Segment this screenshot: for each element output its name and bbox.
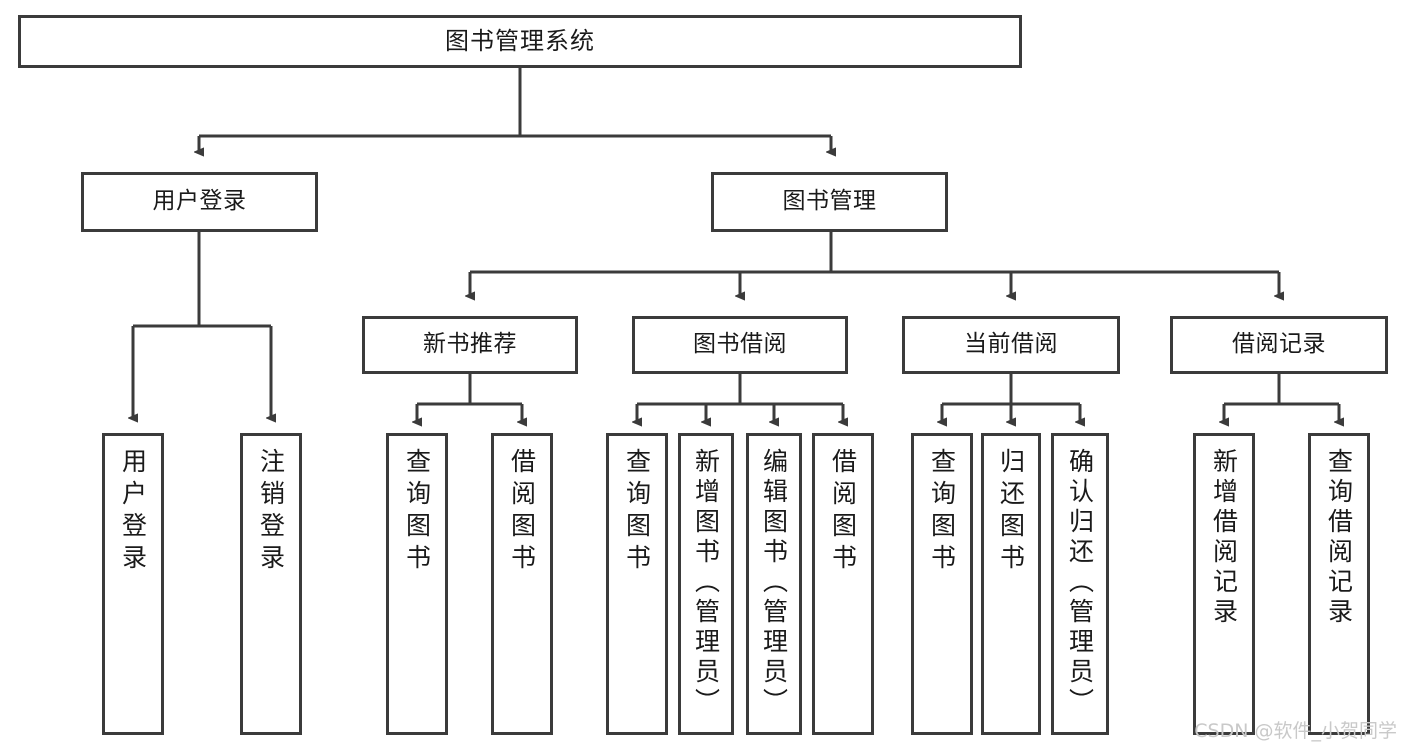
- node-label: 用户登录: [118, 448, 148, 576]
- node-label: 借阅记录: [1232, 331, 1326, 358]
- node-label: 编辑图书（管理员）: [759, 448, 789, 718]
- node-label: 查询图书: [402, 448, 432, 576]
- node-label: 新书推荐: [423, 331, 517, 358]
- leaf-recommend-borrow-book[interactable]: 借阅图书: [491, 433, 553, 735]
- node-current-borrow[interactable]: 当前借阅: [902, 316, 1120, 374]
- node-label: 新增图书（管理员）: [691, 448, 721, 718]
- node-label: 注销登录: [256, 448, 286, 576]
- node-label: 图书借阅: [693, 331, 787, 358]
- node-label: 查询图书: [927, 448, 957, 576]
- leaf-current-query-book[interactable]: 查询图书: [911, 433, 973, 735]
- node-label: 图书管理系统: [445, 27, 595, 56]
- leaf-borrow-edit-book-admin[interactable]: 编辑图书（管理员）: [746, 433, 802, 735]
- node-new-book-recommend[interactable]: 新书推荐: [362, 316, 578, 374]
- node-label: 用户登录: [152, 188, 247, 215]
- watermark-text: CSDN @软件_小贺同学: [1194, 720, 1397, 742]
- node-user-login[interactable]: 用户登录: [81, 172, 318, 232]
- leaf-user-login-logout[interactable]: 注销登录: [240, 433, 302, 735]
- node-label: 借阅图书: [828, 448, 858, 576]
- leaf-current-return-book[interactable]: 归还图书: [981, 433, 1041, 735]
- node-label: 当前借阅: [964, 331, 1058, 358]
- leaf-recommend-query-book[interactable]: 查询图书: [386, 433, 448, 735]
- leaf-current-confirm-return-admin[interactable]: 确认归还（管理员）: [1051, 433, 1109, 735]
- node-label: 查询借阅记录: [1324, 448, 1354, 628]
- node-label: 确认归还（管理员）: [1065, 448, 1095, 718]
- leaf-borrow-add-book-admin[interactable]: 新增图书（管理员）: [678, 433, 734, 735]
- node-borrow-record[interactable]: 借阅记录: [1170, 316, 1388, 374]
- leaf-borrow-borrow-book[interactable]: 借阅图书: [812, 433, 874, 735]
- node-label: 归还图书: [996, 448, 1026, 576]
- node-label: 新增借阅记录: [1209, 448, 1239, 628]
- node-label: 图书管理: [782, 188, 877, 215]
- leaf-record-query-record[interactable]: 查询借阅记录: [1308, 433, 1370, 735]
- node-label: 查询图书: [622, 448, 652, 576]
- node-book-borrow[interactable]: 图书借阅: [632, 316, 848, 374]
- node-book-management[interactable]: 图书管理: [711, 172, 948, 232]
- leaf-borrow-query-book[interactable]: 查询图书: [606, 433, 668, 735]
- leaf-record-add-record[interactable]: 新增借阅记录: [1193, 433, 1255, 735]
- node-label: 借阅图书: [507, 448, 537, 576]
- leaf-user-login-login[interactable]: 用户登录: [102, 433, 164, 735]
- node-root-system[interactable]: 图书管理系统: [18, 15, 1022, 68]
